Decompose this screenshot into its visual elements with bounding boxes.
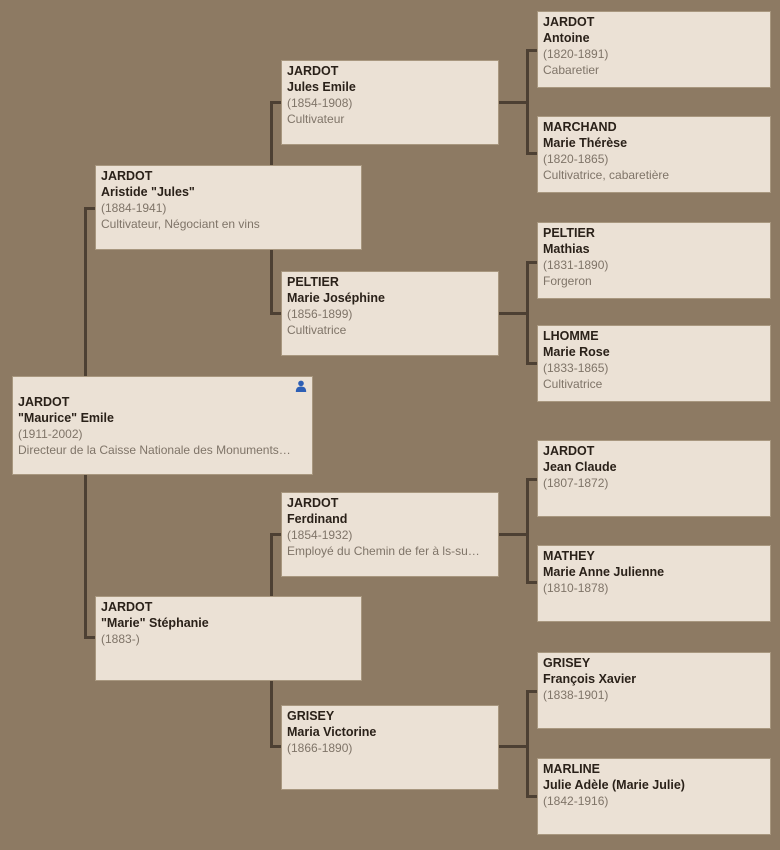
person-given-name: Jules Emile — [287, 80, 356, 94]
person-card-paternal-grandmother[interactable]: PELTIER Marie Joséphine (1856-1899) Cult… — [281, 271, 499, 356]
person-dates: (1820-1865) — [543, 152, 609, 166]
person-given-name: Mathias — [543, 242, 590, 256]
person-card-maternal-grandfather[interactable]: JARDOT Ferdinand (1854-1932) Employé du … — [281, 492, 499, 577]
person-dates: (1854-1932) — [287, 528, 353, 542]
connector-line — [526, 362, 538, 365]
person-dates: (1842-1916) — [543, 794, 609, 808]
person-occupation: Cultivateur — [287, 112, 345, 126]
connector-line — [526, 690, 529, 798]
person-surname: LHOMME — [543, 329, 599, 343]
connector-line — [84, 207, 96, 210]
person-icon[interactable] — [295, 379, 307, 392]
person-surname: JARDOT — [101, 600, 153, 614]
person-occupation: Cultivatrice — [287, 323, 347, 337]
person-card-great-grandparent[interactable]: MARCHAND Marie Thérèse (1820-1865) Culti… — [537, 116, 771, 193]
person-occupation: Cabaretier — [543, 63, 600, 77]
person-dates: (1866-1890) — [287, 741, 353, 755]
person-dates: (1807-1872) — [543, 476, 609, 490]
person-given-name: Marie Thérèse — [543, 136, 628, 150]
connector-line — [498, 533, 528, 536]
person-given-name: Marie Joséphine — [287, 291, 385, 305]
connector-line — [270, 312, 282, 315]
person-given-name: Aristide "Jules" — [101, 185, 195, 199]
person-given-name: Ferdinand — [287, 512, 348, 526]
connector-line — [270, 101, 282, 104]
person-given-name: "Marie" Stéphanie — [101, 616, 209, 630]
person-card-great-grandparent[interactable]: JARDOT Jean Claude (1807-1872) — [537, 440, 771, 517]
person-surname: PELTIER — [543, 226, 595, 240]
person-dates: (1833-1865) — [543, 361, 609, 375]
connector-line — [526, 152, 538, 155]
person-card-great-grandparent[interactable]: LHOMME Marie Rose (1833-1865) Cultivatri… — [537, 325, 771, 402]
connector-line — [498, 312, 528, 315]
person-dates: (1856-1899) — [287, 307, 353, 321]
connector-line — [526, 478, 538, 481]
person-surname: GRISEY — [287, 709, 335, 723]
person-occupation: Employé du Chemin de fer à ls-su… — [287, 544, 480, 558]
connector-line — [526, 261, 529, 365]
person-card-paternal-grandfather[interactable]: JARDOT Jules Emile (1854-1908) Cultivate… — [281, 60, 499, 145]
person-surname: JARDOT — [18, 395, 70, 409]
connector-line — [84, 636, 96, 639]
person-surname: JARDOT — [287, 496, 339, 510]
connector-line — [526, 49, 538, 52]
person-occupation: Cultivatrice, cabaretière — [543, 168, 670, 182]
person-card-great-grandparent[interactable]: MATHEY Marie Anne Julienne (1810-1878) — [537, 545, 771, 622]
person-dates: (1883-) — [101, 632, 140, 646]
person-surname: MARCHAND — [543, 120, 617, 134]
connector-line — [526, 795, 538, 798]
person-card-great-grandparent[interactable]: PELTIER Mathias (1831-1890) Forgeron — [537, 222, 771, 299]
person-given-name: François Xavier — [543, 672, 637, 686]
person-dates: (1838-1901) — [543, 688, 609, 702]
person-card-mother[interactable]: JARDOT "Marie" Stéphanie (1883-) — [95, 596, 362, 681]
person-card-root[interactable]: JARDOT "Maurice" Emile (1911-2002) Direc… — [12, 376, 313, 475]
connector-line — [498, 101, 528, 104]
person-occupation: Cultivateur, Négociant en vins — [101, 217, 260, 231]
person-dates: (1854-1908) — [287, 96, 353, 110]
person-occupation: Directeur de la Caisse Nationale des Mon… — [18, 443, 291, 457]
person-given-name: Maria Victorine — [287, 725, 377, 739]
person-card-maternal-grandmother[interactable]: GRISEY Maria Victorine (1866-1890) — [281, 705, 499, 790]
person-dates: (1884-1941) — [101, 201, 167, 215]
person-surname: MATHEY — [543, 549, 595, 563]
person-dates: (1831-1890) — [543, 258, 609, 272]
person-surname: JARDOT — [101, 169, 153, 183]
connector-line — [270, 533, 282, 536]
person-given-name: Marie Anne Julienne — [543, 565, 665, 579]
person-surname: PELTIER — [287, 275, 339, 289]
person-surname: JARDOT — [543, 444, 595, 458]
person-occupation: Cultivatrice — [543, 377, 603, 391]
connector-line — [526, 581, 538, 584]
connector-line — [526, 478, 529, 584]
person-card-great-grandparent[interactable]: MARLINE Julie Adèle (Marie Julie) (1842-… — [537, 758, 771, 835]
person-dates: (1911-2002) — [18, 427, 83, 441]
person-dates: (1810-1878) — [543, 581, 609, 595]
connector-line — [526, 49, 529, 155]
person-surname: JARDOT — [287, 64, 339, 78]
connector-line — [526, 690, 538, 693]
connector-line — [526, 261, 538, 264]
connector-line — [498, 745, 528, 748]
connector-line — [270, 745, 282, 748]
person-given-name: Jean Claude — [543, 460, 617, 474]
person-given-name: Marie Rose — [543, 345, 610, 359]
person-given-name: "Maurice" Emile — [18, 411, 114, 425]
person-given-name: Julie Adèle (Marie Julie) — [543, 778, 685, 792]
person-card-great-grandparent[interactable]: GRISEY François Xavier (1838-1901) — [537, 652, 771, 729]
person-occupation: Forgeron — [543, 274, 592, 288]
person-card-great-grandparent[interactable]: JARDOT Antoine (1820-1891) Cabaretier — [537, 11, 771, 88]
person-surname: MARLINE — [543, 762, 600, 776]
person-surname: GRISEY — [543, 656, 591, 670]
person-dates: (1820-1891) — [543, 47, 609, 61]
person-surname: JARDOT — [543, 15, 595, 29]
person-card-father[interactable]: JARDOT Aristide "Jules" (1884-1941) Cult… — [95, 165, 362, 250]
person-given-name: Antoine — [543, 31, 590, 45]
